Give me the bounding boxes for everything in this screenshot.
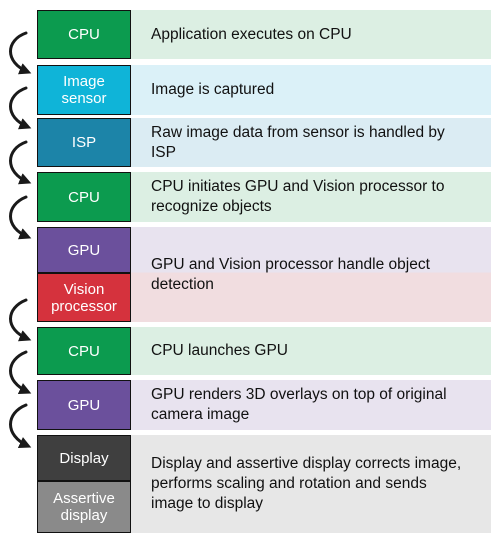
step-2-description-band: Image is captured [131,65,491,115]
step-8-display-box: Display [37,435,131,481]
step-5-unit-label-vision-processor: Vision processor [51,280,117,315]
flow-arrow-5 [9,298,32,342]
step-4-cpu-box: CPU [37,172,131,222]
step-1-cpu-box: CPU [37,10,131,59]
flow-arrow-2 [9,86,32,130]
step-7-description: GPU renders 3D overlays on top of origin… [151,386,447,423]
step-5-vision-processor-box: Vision processor [37,273,131,322]
step-5-description-band: GPU and Vision processor handle object d… [131,227,491,322]
flow-arrow-7 [9,403,32,448]
step-5-unit-label-gpu: GPU [67,241,101,259]
step-1-description-band: Application executes on CPU [131,10,491,59]
step-1-unit-label: CPU [68,26,100,43]
step-5-description: GPU and Vision processor handle object d… [151,255,430,293]
step-8-description: Display and assertive display corrects i… [151,455,462,512]
flow-arrows [9,31,32,448]
step-4-description-band: CPU initiates GPU and Vision processor t… [131,172,491,222]
step-2-description: Image is captured [151,81,275,98]
step-7-description-band: GPU renders 3D overlays on top of origin… [131,380,491,430]
step-8-description-band: Display and assertive display corrects i… [131,435,491,533]
step-8-unit-label-display: Display [59,449,109,467]
step-4-description: CPU initiates GPU and Vision processor t… [151,178,445,215]
step-2-unit-label: Image sensor [61,73,107,107]
step-3-description: Raw image data from sensor is handled by… [151,123,445,161]
step-8-assertive-display-box: Assertive display [37,481,131,533]
step-3-description-band: Raw image data from sensor is handled by… [131,118,491,167]
step-6-description: CPU launches GPU [151,342,288,359]
step-3-isp-box: ISP [37,118,131,167]
flow-arrow-1 [9,31,32,75]
step-2-image-sensor-box: Image sensor [37,65,131,115]
step-3-unit-label: ISP [71,134,97,151]
step-6-unit-label: CPU [68,342,100,360]
flow-arrow-4 [9,195,32,240]
step-7-unit-label: GPU [67,396,101,414]
step-6-description-band: CPU launches GPU [131,327,491,375]
step-5-gpu-box: GPU [37,227,131,273]
flow-arrow-3 [9,140,32,185]
step-7-gpu-box: GPU [37,380,131,430]
step-4-unit-label: CPU [68,188,100,206]
flow-arrow-6 [9,350,32,394]
step-1-description: Application executes on CPU [151,25,352,43]
step-6-cpu-box: CPU [37,327,131,375]
step-8-unit-label-assertive-display: Assertive display [53,490,115,524]
